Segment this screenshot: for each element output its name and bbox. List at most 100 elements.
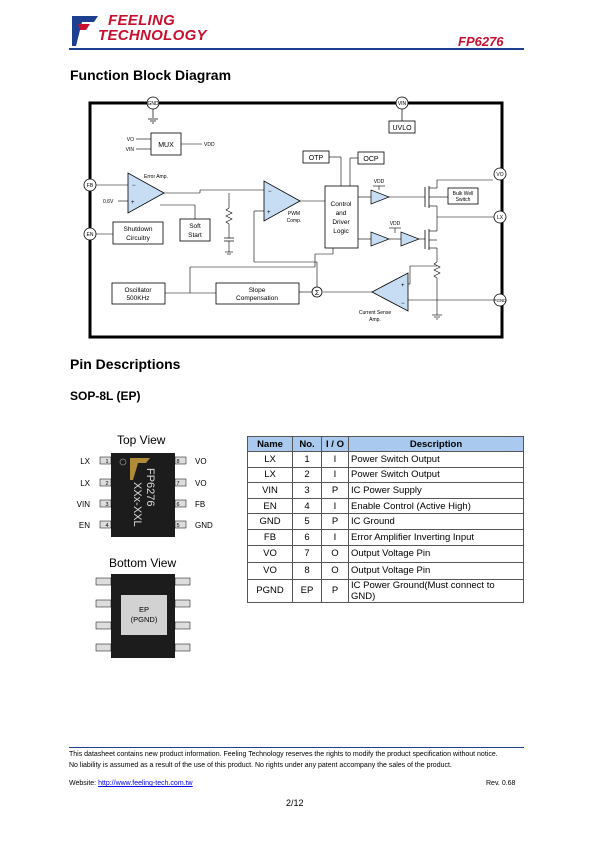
pin-fb-label: FB — [87, 183, 94, 189]
top-pin-name-1: LX — [80, 457, 90, 466]
top-package-body — [111, 453, 175, 537]
top-pin-num-5: 5 — [176, 523, 179, 529]
cell-name: PGND — [247, 578, 293, 603]
control-line4: Logic — [333, 228, 349, 235]
cell-io: O — [321, 561, 349, 580]
mux-label: MUX — [158, 142, 174, 149]
revision: Rev. 0.68 — [486, 780, 516, 787]
part-number: FP6276 — [458, 34, 504, 49]
pin-vin-label: VIN — [398, 101, 407, 107]
exposed-pad — [121, 595, 167, 635]
svg-text:+: + — [131, 200, 135, 206]
cell-description: IC Ground — [348, 513, 524, 530]
cell-io: I — [321, 451, 349, 468]
oscillator-block — [111, 282, 166, 305]
high-side-driver — [370, 189, 390, 205]
sum-symbol: Σ — [315, 290, 320, 297]
company-name-line1: FEELING — [108, 12, 176, 29]
top-marking-line2: XXx-XXL — [131, 482, 143, 527]
shutdown-line1: Shutdown — [124, 226, 153, 233]
cell-description: IC Power Ground(Must connect to GND) — [348, 578, 524, 603]
page-number: 2/12 — [286, 798, 304, 808]
ep-pgnd-label: (PGND) — [131, 615, 158, 624]
cell-io: I — [321, 497, 349, 515]
low-side-driver-2 — [400, 231, 420, 247]
uvlo-label: UVLO — [392, 125, 412, 132]
top-right-pins — [174, 456, 187, 529]
pin-vo-label: VO — [496, 172, 503, 178]
pin-gnd-label: GND — [147, 101, 159, 107]
cell-io: P — [321, 482, 349, 499]
cs-amp-label2: Amp. — [369, 317, 381, 323]
cell-name: VO — [247, 561, 293, 580]
pin-table-header: Name No. I / O Description — [247, 436, 524, 452]
cell-no: 4 — [292, 497, 322, 515]
block-diagram-title: Function Block Diagram — [70, 67, 232, 83]
top-pin-name-6: FB — [195, 500, 205, 509]
package-logo-icon — [130, 458, 150, 480]
top-marking-line1: FP6276 — [144, 468, 156, 507]
cell-name: EN — [247, 497, 293, 515]
top-pin-num-3: 3 — [105, 502, 108, 508]
top-pin-num-8: 8 — [176, 459, 179, 465]
bottom-view-package: EP (PGND) — [95, 574, 191, 658]
header-rule — [69, 48, 524, 50]
top-pin-num-1: 1 — [105, 459, 108, 465]
website-link[interactable]: http://www.feeling-tech.com.tw — [98, 780, 193, 787]
error-amp — [127, 172, 165, 214]
cell-name: FB — [247, 528, 293, 546]
svg-text:−: − — [401, 301, 405, 307]
ep-label: EP — [139, 605, 149, 614]
soft-start-line1: Soft — [189, 223, 201, 230]
cell-no: EP — [292, 578, 322, 603]
bulk-line2: Switch — [456, 197, 471, 203]
top-pin-name-7: VO — [195, 479, 207, 488]
cell-io: P — [321, 578, 349, 603]
cell-io: P — [321, 513, 349, 530]
soft-start-line2: Start — [188, 232, 202, 239]
control-line2: and — [336, 210, 347, 217]
cell-no: 8 — [292, 561, 322, 580]
bulk-well-switch-block — [447, 187, 479, 205]
cell-no: 2 — [292, 466, 322, 484]
cell-no: 5 — [292, 513, 322, 530]
cell-name: LX — [247, 451, 293, 468]
control-logic-block — [324, 185, 359, 249]
slope-compensation-block — [215, 282, 300, 305]
footer-rule — [69, 747, 524, 748]
svg-text:+: + — [267, 210, 271, 216]
top-pin-num-4: 4 — [105, 523, 108, 529]
error-amp-label: Error Amp. — [144, 174, 168, 180]
pin-pgnd-label: PGND — [493, 298, 507, 303]
bulk-line1: Bulk Well — [453, 191, 474, 197]
shutdown-line2: Circuitry — [126, 235, 151, 242]
cell-name: VO — [247, 544, 293, 563]
otp-label: OTP — [309, 155, 324, 162]
bottom-pins — [95, 577, 191, 652]
slope-line2: Compensation — [236, 295, 278, 302]
cell-name: LX — [247, 466, 293, 484]
cell-description: Error Amplifier Inverting Input — [348, 528, 524, 546]
top-left-pins — [99, 456, 112, 529]
top-view-title: Top View — [117, 433, 166, 447]
osc-line2: 500KHz — [126, 295, 149, 302]
shutdown-block — [112, 221, 164, 245]
cell-name: VIN — [247, 482, 293, 499]
cell-description: Power Switch Output — [348, 451, 524, 468]
company-logo: FEELING TECHNOLOGY — [70, 12, 220, 48]
bottom-view-title: Bottom View — [109, 556, 177, 570]
pwm-label1: PWM — [288, 211, 300, 217]
top-pin-num-6: 6 — [176, 502, 179, 508]
cell-no: 6 — [292, 528, 322, 546]
cell-description: Output Voltage Pin — [348, 561, 524, 580]
mux-vo-label: VO — [127, 137, 134, 143]
cell-io: O — [321, 544, 349, 563]
ref-label: 0.6V — [103, 199, 114, 205]
cell-no: 3 — [292, 482, 322, 499]
